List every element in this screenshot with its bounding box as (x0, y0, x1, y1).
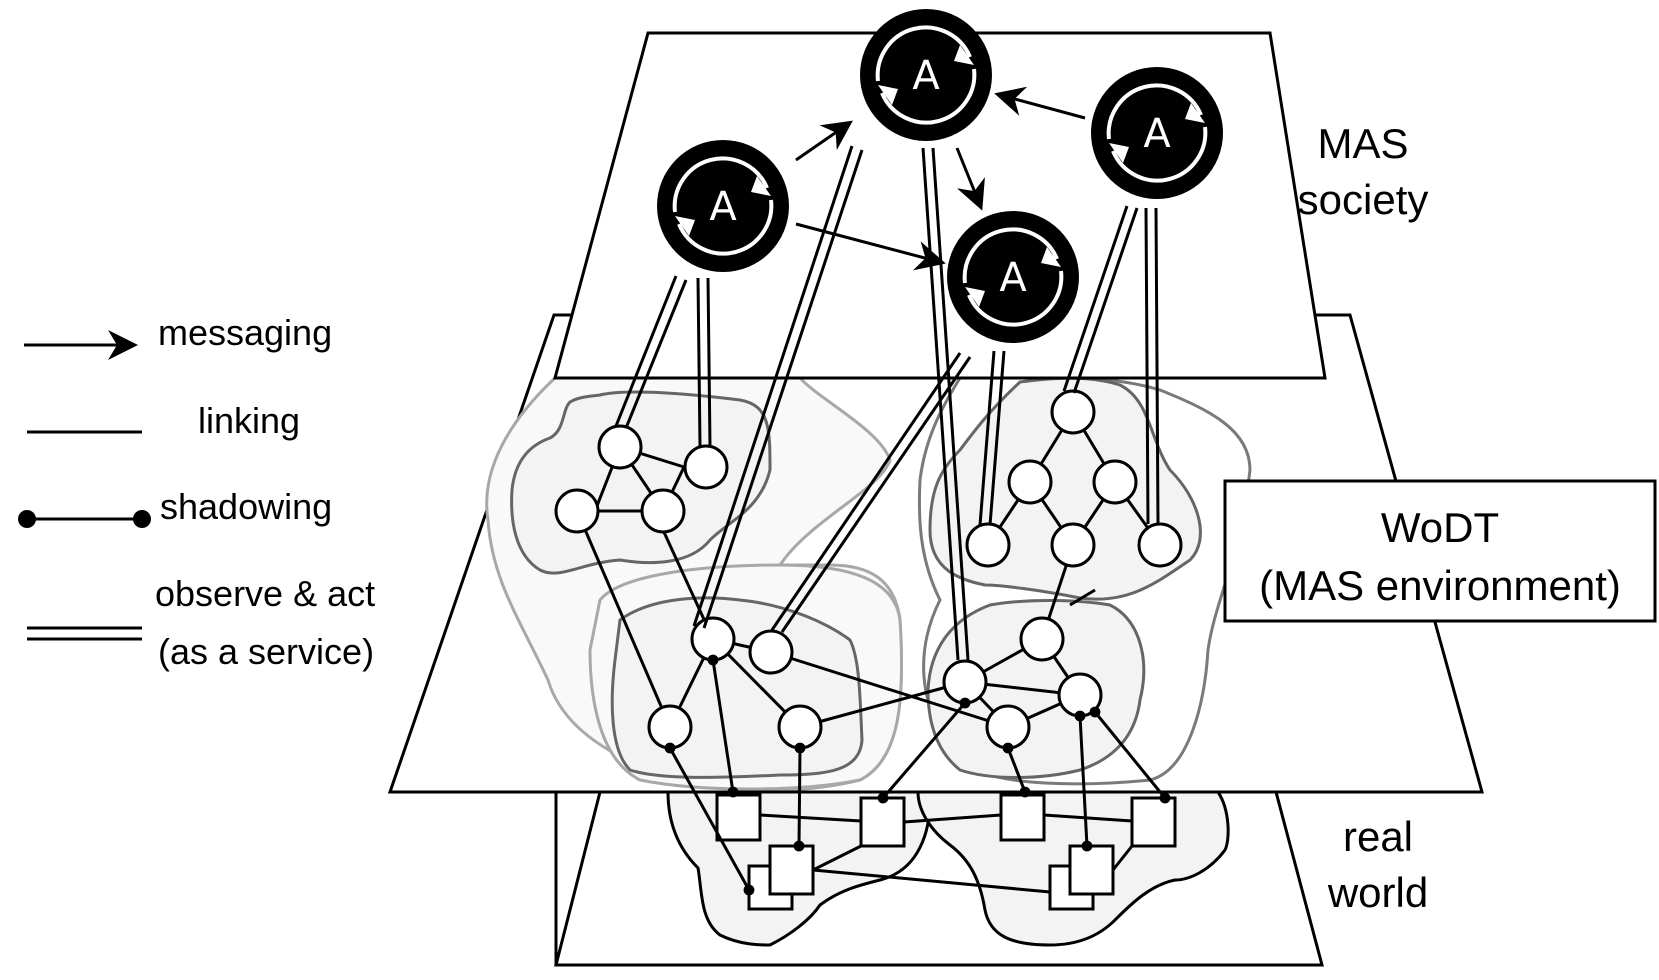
physical-asset-square (715, 793, 762, 842)
digital-twin-node (554, 488, 600, 534)
digital-twin-node (1050, 522, 1096, 568)
legend-item-messaging: messaging (24, 312, 332, 360)
digital-twin-node (748, 629, 794, 675)
agent-letter: A (709, 184, 737, 230)
wodt-label-line2: (MAS environment) (1259, 562, 1621, 609)
digital-twin-node (690, 616, 736, 662)
digital-twin-node (985, 704, 1031, 750)
legend-item-linking: linking (27, 400, 300, 441)
agent-letter: A (912, 53, 940, 99)
digital-twin-node (1050, 389, 1096, 435)
real-world-label-line1: real (1343, 813, 1413, 860)
legend-label-messaging: messaging (158, 312, 332, 353)
legend-item-shadowing: shadowing (18, 486, 332, 528)
digital-twin-node (1092, 459, 1138, 505)
shadowing-links (664, 654, 1171, 896)
messaging-arrows (795, 86, 1086, 271)
digital-twin-node (647, 704, 693, 750)
digital-twin-node (683, 444, 729, 490)
digital-twin-node (965, 522, 1011, 568)
real-world-label-line2: world (1327, 869, 1428, 916)
wodt-label-line1: WoDT (1381, 504, 1499, 551)
agent-letter: A (999, 255, 1027, 301)
legend-item-observe-act: observe & act (as a service) (27, 573, 375, 672)
dt-cluster-blob-2 (610, 596, 864, 779)
legend-label-linking: linking (198, 400, 300, 441)
digital-twin-node (1057, 672, 1103, 718)
agent-left: A (655, 138, 791, 274)
shadowing-dot-icon (18, 510, 36, 528)
digital-twin-node (1007, 459, 1053, 505)
legend-label-shadowing: shadowing (160, 486, 332, 527)
agent-top: A (858, 7, 994, 143)
physical-asset-square (999, 793, 1046, 842)
legend-label-observe-act-line2: (as a service) (158, 631, 374, 672)
mas-society-label-line2: society (1298, 176, 1429, 223)
agent-right: A (1089, 65, 1225, 201)
digital-twin-node (597, 424, 643, 470)
shadowing-dot-icon (133, 510, 151, 528)
wodt-label-box (1223, 479, 1657, 623)
physical-asset-square (859, 796, 906, 848)
digital-twin-node (1137, 522, 1183, 568)
legend: messaging linking shadowing observe & ac… (18, 312, 375, 672)
digital-twin-node (777, 704, 823, 750)
digital-twin-node (942, 659, 988, 705)
observe-act-links (614, 145, 1160, 661)
mas-society-label-line1: MAS (1317, 120, 1408, 167)
physical-asset-square (1068, 844, 1115, 896)
legend-label-observe-act-line1: observe & act (155, 573, 375, 614)
agent-middle: A (945, 209, 1081, 345)
digital-twin-node (640, 488, 686, 534)
digital-twin-node (1019, 616, 1065, 662)
physical-asset-square (1130, 796, 1177, 848)
physical-asset-square (768, 844, 815, 896)
agent-letter: A (1143, 111, 1171, 157)
